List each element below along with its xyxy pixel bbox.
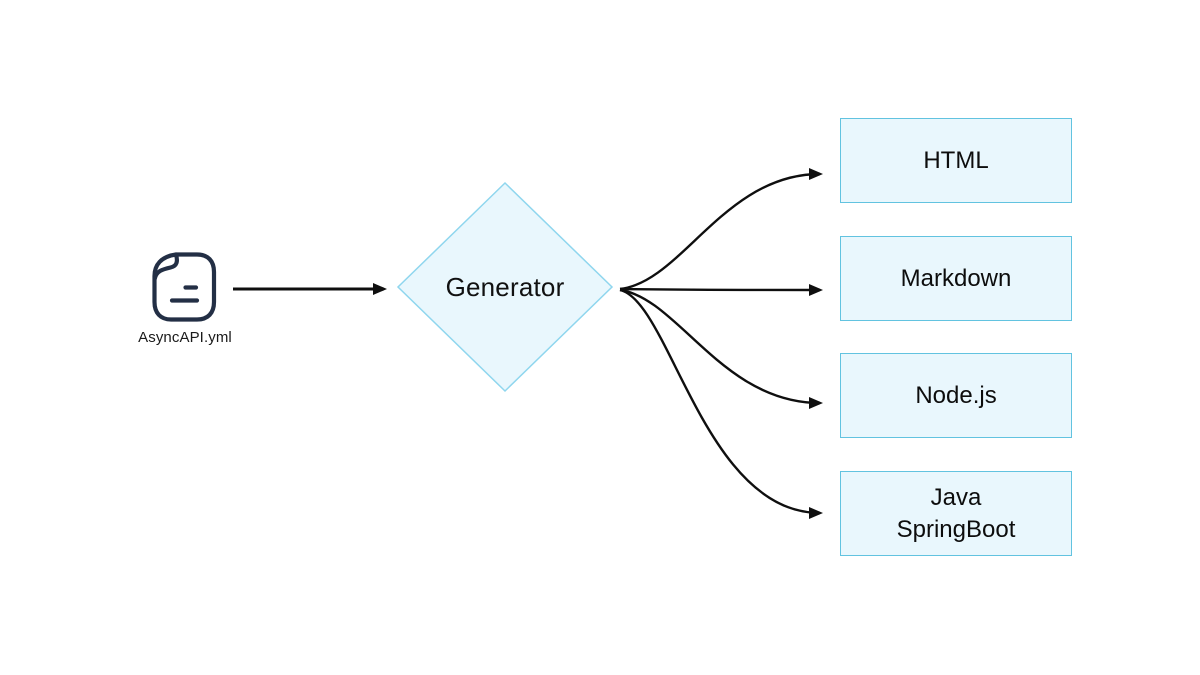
arrow-generator-to-html bbox=[619, 168, 823, 291]
source-file-label: AsyncAPI.yml bbox=[138, 328, 232, 346]
output-box-html: HTML bbox=[840, 118, 1072, 203]
file-document-icon bbox=[152, 252, 217, 322]
output-box-markdown: Markdown bbox=[840, 236, 1072, 321]
generator-node bbox=[396, 181, 614, 393]
output-box-java-springboot: Java SpringBoot bbox=[840, 471, 1072, 556]
arrow-generator-to-markdown bbox=[619, 283, 823, 296]
output-box-nodejs: Node.js bbox=[840, 353, 1072, 438]
arrow-generator-to-java-springboot bbox=[619, 288, 823, 519]
arrow-generator-to-nodejs bbox=[619, 288, 823, 409]
generator-label: Generator bbox=[445, 271, 565, 302]
